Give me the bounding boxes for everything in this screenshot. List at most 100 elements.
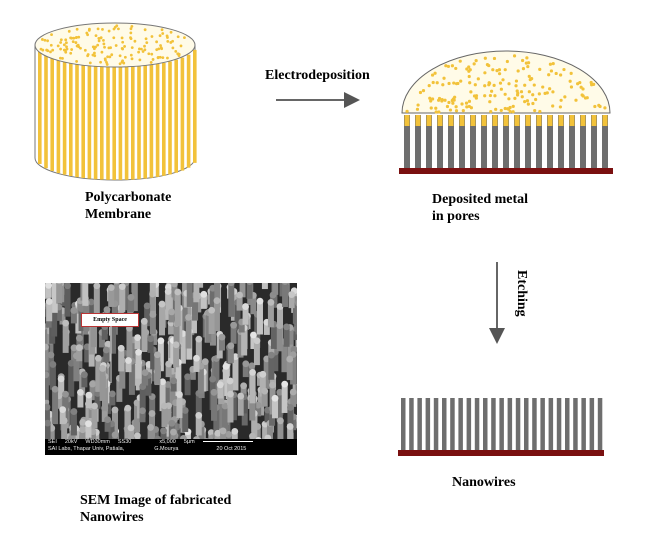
metal-dot	[149, 61, 153, 64]
sem-wire-tip	[45, 298, 53, 305]
sem-wire-tip	[70, 307, 78, 314]
sem-wire	[85, 395, 92, 409]
sem-wire-tip	[51, 385, 59, 393]
sem-wire	[64, 285, 71, 317]
sem-wire-tip	[290, 346, 297, 353]
sem-wire	[99, 332, 106, 348]
metal-dot	[444, 64, 448, 68]
sem-wire	[131, 283, 138, 312]
metal-dot	[110, 53, 114, 57]
metal-dot	[166, 56, 169, 60]
sem-info: WD30mm	[85, 439, 110, 445]
sem-wire	[256, 301, 263, 335]
metal-dot	[157, 47, 161, 51]
sem-wire	[91, 405, 98, 429]
metal-dot	[102, 38, 105, 42]
sem-wire	[75, 303, 82, 334]
sem-wire-tip	[240, 382, 248, 390]
metal-dot	[508, 110, 512, 114]
sem-wire	[184, 376, 191, 396]
sem-wire-tip	[81, 371, 88, 379]
sem-info: G.Mourya	[154, 446, 179, 452]
sem-wire	[282, 283, 289, 308]
pore-metal	[481, 115, 487, 126]
sem-wire-tip	[185, 313, 192, 321]
metal-dot	[494, 107, 498, 111]
sem-wire-tip	[227, 342, 235, 350]
metal-dot	[40, 38, 44, 41]
pore-metal	[558, 115, 564, 126]
sem-wire-tip	[195, 335, 203, 343]
sem-wire-tip	[85, 420, 92, 428]
metal-dot	[71, 40, 75, 44]
sem-wire-tip	[75, 334, 83, 342]
sem-wire	[184, 431, 191, 439]
sem-wire	[94, 393, 101, 409]
sem-wire	[255, 405, 262, 417]
sem-wire	[73, 355, 80, 382]
sem-wire	[173, 344, 180, 368]
sem-wire-tip	[254, 401, 262, 409]
sem-wire	[242, 363, 249, 378]
sem-wire-tip	[102, 346, 110, 354]
metal-dot	[441, 83, 445, 87]
metal-dot	[538, 67, 542, 71]
nanowire	[507, 398, 513, 450]
sem-wire-tip	[45, 371, 50, 379]
pore-metal	[404, 115, 410, 126]
metal-dot	[430, 73, 435, 77]
metal-dot	[97, 37, 101, 40]
sem-wire	[147, 427, 154, 439]
metal-dot	[541, 85, 545, 89]
sem-wire	[195, 393, 202, 419]
metal-dot	[56, 44, 60, 48]
sem-wire	[238, 322, 245, 333]
sem-wire-tip	[158, 300, 166, 308]
sem-wire-tip	[170, 377, 178, 385]
sem-wire-tip	[271, 394, 279, 402]
sem-wire	[195, 339, 202, 372]
metal-dot	[61, 56, 64, 60]
sem-wire	[124, 408, 131, 439]
pore-metal	[415, 115, 421, 126]
pore-metal	[492, 115, 498, 126]
sem-wire-tip	[134, 334, 141, 341]
metal-dot	[67, 29, 71, 33]
metal-dot	[468, 68, 472, 72]
metal-dot	[120, 46, 124, 50]
pore-wire	[503, 115, 509, 168]
pore-wire	[547, 115, 553, 168]
sem-wire	[217, 395, 224, 429]
sem-wire	[95, 358, 102, 392]
metal-dot	[598, 104, 602, 109]
pore-metal	[580, 115, 586, 126]
metal-dot	[454, 105, 458, 109]
sem-wire-tip	[159, 378, 166, 386]
sem-wire-tip	[210, 388, 218, 396]
sem-wire	[281, 341, 288, 373]
sem-wire	[110, 319, 117, 354]
metal-dot	[534, 97, 538, 102]
metal-dot	[514, 84, 518, 88]
metal-dot	[49, 50, 52, 54]
sem-wire-tip	[49, 361, 57, 368]
metal-dot	[183, 36, 186, 40]
sem-wire	[200, 294, 207, 309]
metal-dot	[507, 97, 511, 101]
metal-dot	[526, 64, 530, 69]
sem-wire	[173, 323, 180, 344]
sem-wire-tip	[269, 381, 276, 389]
metal-dot	[437, 98, 441, 102]
pore	[143, 65, 147, 179]
metal-dot	[507, 82, 511, 86]
sem-wire-tip	[267, 298, 275, 306]
metal-dot	[171, 46, 175, 50]
nanowire	[425, 398, 431, 450]
metal-dot	[492, 56, 497, 61]
sem-wire-tip	[161, 402, 168, 410]
sem-wire	[134, 337, 141, 350]
metal-dot	[151, 58, 155, 61]
metal-dot	[65, 41, 68, 45]
pore	[112, 66, 116, 180]
